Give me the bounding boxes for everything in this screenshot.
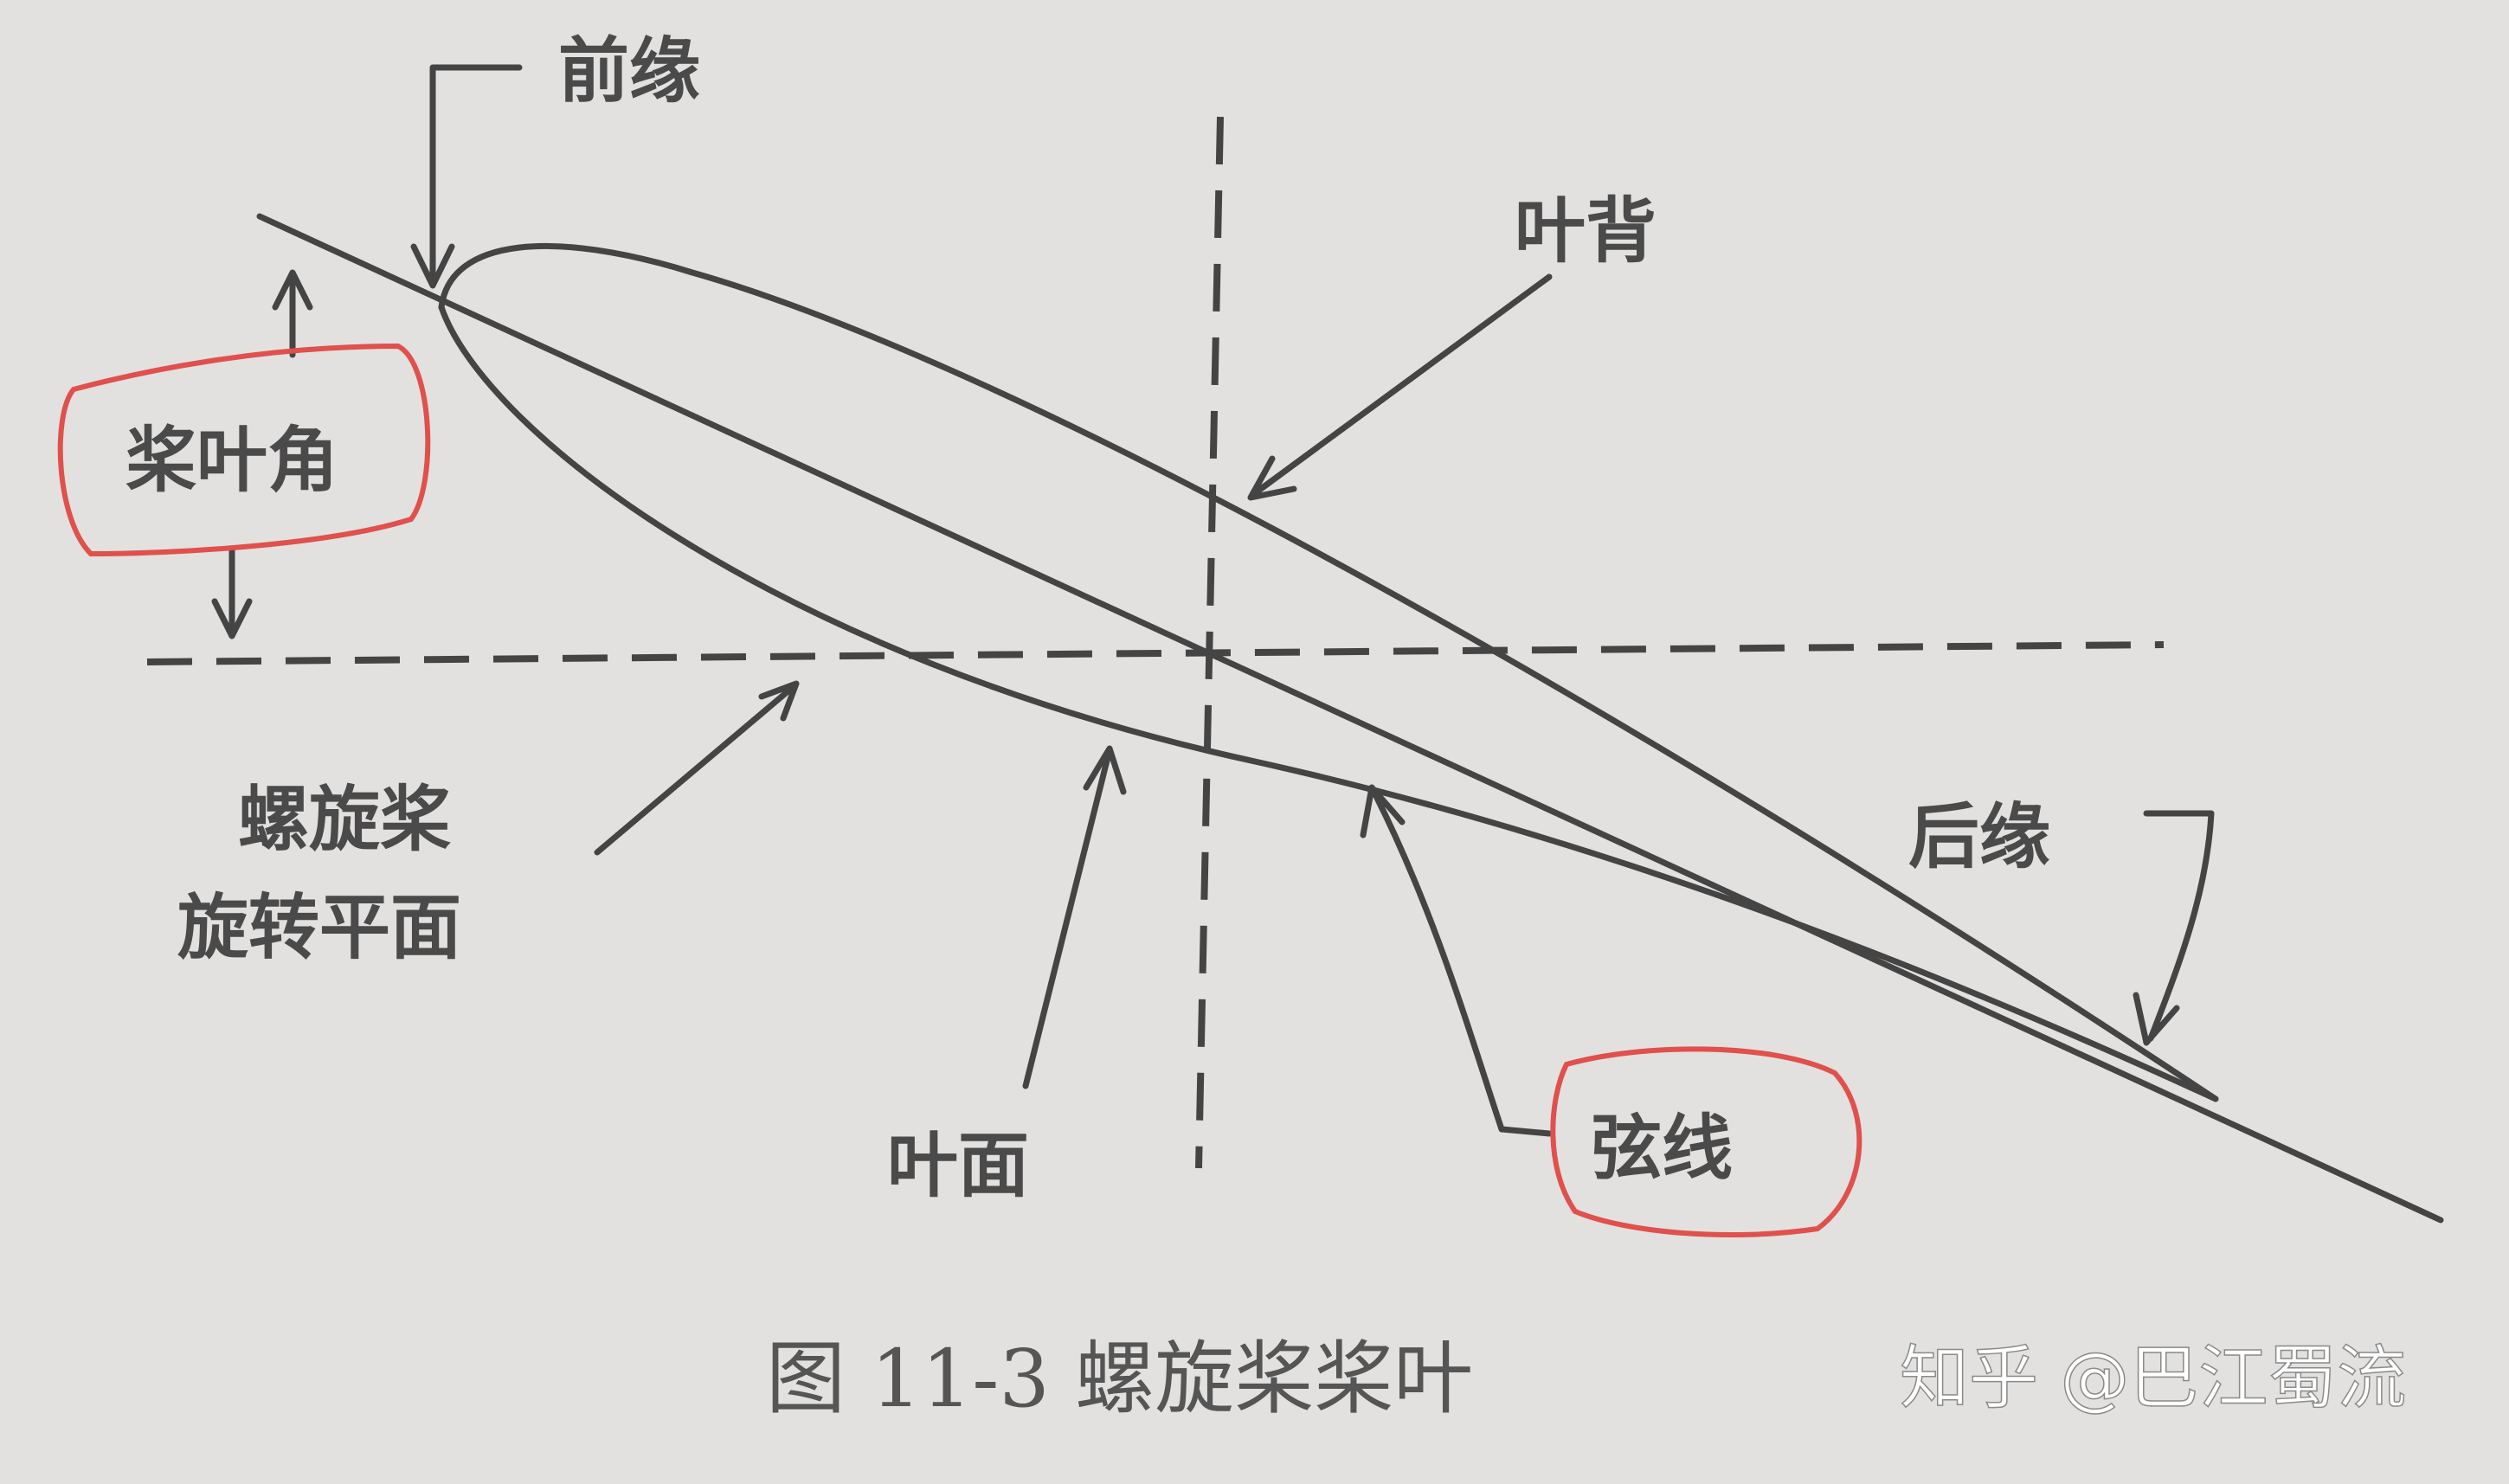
blade-face-label: 叶面 <box>887 1125 1029 1207</box>
rotation-plane-label-line2: 旋转平面 <box>177 887 461 969</box>
figure-caption: 图 11-3 螺旋桨桨叶 <box>766 1333 1473 1425</box>
chord-line-highlight <box>1550 1046 1862 1238</box>
blade-angle-down-arrow <box>211 546 253 639</box>
blade-back-label: 叶背 <box>1515 190 1657 273</box>
leading-edge-arrowhead <box>410 243 455 289</box>
chord-line-arrow <box>1360 784 1553 1137</box>
trailing-edge-arrow <box>2133 810 2215 1046</box>
chord-line-label: 弦线 <box>1591 1108 1733 1190</box>
blade-face-arrow <box>1022 745 1127 1089</box>
blade-angle-highlight <box>57 343 431 557</box>
leading-edge-arrow <box>429 64 523 280</box>
trailing-edge-label: 后缘 <box>1908 796 2050 878</box>
vertical-axis-line <box>1195 116 1224 1169</box>
blade-back-surface <box>438 242 2219 1102</box>
rotation-plane-label-line1: 螺旋桨 <box>238 779 451 861</box>
rotation-plane-arrow <box>594 680 800 856</box>
watermark-text: 知乎 @巴江蜀流 <box>1900 1338 2406 1418</box>
blade-angle-up-arrow <box>272 269 313 358</box>
leading-edge-label: 前缘 <box>558 30 700 112</box>
chord-line <box>256 213 2444 1224</box>
blade-angle-label: 桨叶角 <box>125 420 338 502</box>
rotation-plane-line <box>146 641 2165 665</box>
blade-back-arrow <box>1247 273 1553 501</box>
blade-face-surface <box>438 304 2219 1102</box>
